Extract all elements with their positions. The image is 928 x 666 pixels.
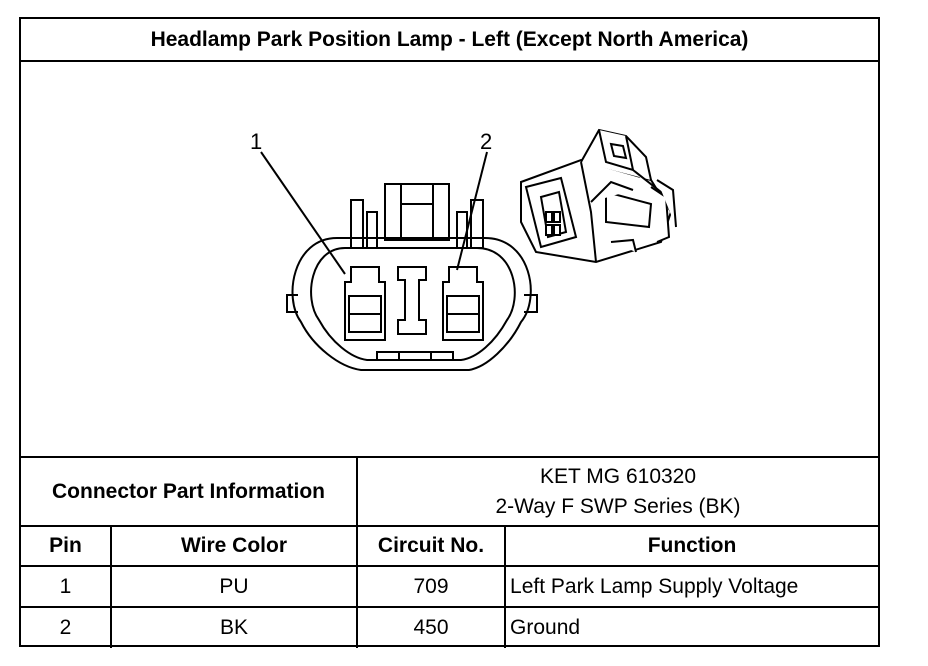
cavity-1 [344, 266, 386, 341]
right-post-a [456, 211, 468, 249]
left-post-a [350, 199, 364, 249]
circuit-cell: 450 [356, 606, 507, 648]
connector-illustration [520, 128, 677, 264]
leader-line-2 [456, 151, 488, 271]
connector-table: Connector Part Information KET MG 610320… [21, 456, 879, 648]
circuit-cell: 709 [356, 565, 507, 608]
latch-top [400, 183, 434, 205]
col-circuit: Circuit No. [356, 525, 507, 567]
callout-2: 2 [480, 129, 492, 154]
header-row: Pin Wire Color Circuit No. Function [21, 525, 879, 567]
latch-inner [400, 203, 434, 239]
pin-cell: 1 [21, 565, 112, 608]
pin-cell: 2 [21, 606, 112, 648]
housing-inner-outline [310, 247, 516, 361]
part-number: KET MG 610320 [540, 464, 697, 488]
left-post-b [366, 211, 378, 249]
wire-color-cell: PU [109, 565, 359, 608]
part-info-value: KET MG 610320 2-Way F SWP Series (BK) [356, 456, 879, 527]
left-tab [286, 294, 298, 313]
cavity-2 [442, 266, 484, 341]
connector-sheet: Headlamp Park Position Lamp - Left (Exce… [19, 17, 880, 648]
part-info-row: Connector Part Information KET MG 610320… [21, 456, 879, 527]
right-post-b [470, 199, 484, 249]
col-pin: Pin [21, 525, 112, 567]
part-series: 2-Way F SWP Series (BK) [495, 494, 741, 518]
table-row: 2 BK 450 Ground [21, 606, 879, 648]
page-title: Headlamp Park Position Lamp - Left (Exce… [21, 19, 878, 62]
function-cell: Ground [504, 606, 879, 648]
part-info-label: Connector Part Information [21, 456, 359, 527]
connector-drawing: 1 2 [21, 62, 878, 457]
leader-line-1 [260, 151, 346, 275]
function-cell: Left Park Lamp Supply Voltage [504, 565, 879, 608]
center-key [397, 266, 427, 335]
latch-outer [384, 183, 450, 241]
callout-1: 1 [250, 129, 262, 154]
connector-face-diagram: 1 2 [250, 128, 677, 371]
table-row: 1 PU 709 Left Park Lamp Supply Voltage [21, 565, 879, 608]
bottom-notch [376, 351, 454, 360]
col-function: Function [504, 525, 879, 567]
col-wire-color: Wire Color [109, 525, 359, 567]
wire-color-cell: BK [109, 606, 359, 648]
housing-outline [291, 237, 532, 371]
right-tab [524, 294, 538, 313]
